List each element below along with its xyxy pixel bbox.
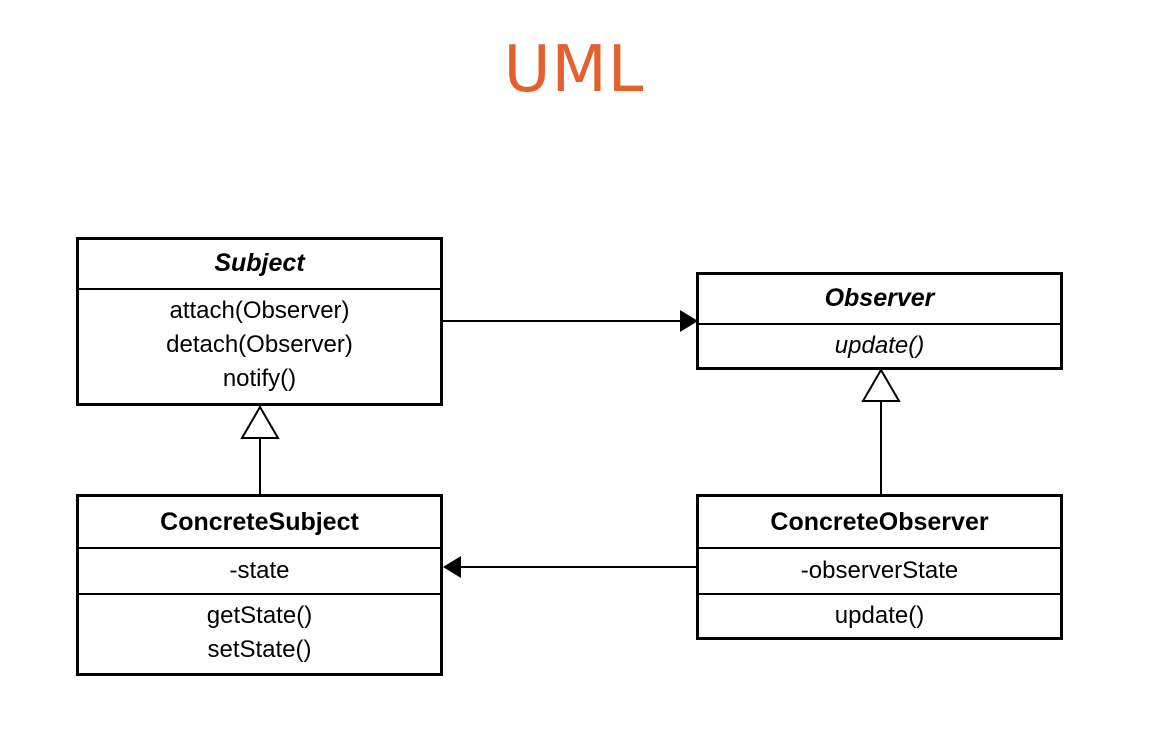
observer-method-update: update(): [834, 332, 925, 359]
observer-class-box: Observer update(): [696, 272, 1063, 370]
concrete-observer-attributes-section: -observerState: [699, 547, 1060, 593]
subject-method-attach: attach(Observer): [169, 297, 350, 324]
concrete-observer-class-name: ConcreteObserver: [770, 508, 989, 536]
subject-method-detach: detach(Observer): [166, 331, 353, 358]
concrete-observer-methods-section: update(): [699, 593, 1060, 633]
concrete-observer-attribute-observerstate: -observerState: [800, 557, 959, 584]
concrete-observer-method-update: update(): [834, 602, 925, 629]
concrete-subject-method-getstate: getState(): [206, 602, 313, 629]
concrete-observer-name-section: ConcreteObserver: [699, 497, 1060, 547]
subject-name-section: Subject: [79, 240, 440, 288]
generalization-triangle-icon: [240, 405, 280, 439]
observer-methods-section: update(): [699, 323, 1060, 363]
concrete-subject-methods-section: getState() setState(): [79, 593, 440, 667]
observer-name-section: Observer: [699, 275, 1060, 323]
subject-class-name: Subject: [214, 249, 305, 277]
generalization-triangle-observer-icon: [861, 368, 901, 402]
concrete-subject-method-setstate: setState(): [207, 636, 312, 663]
association-arrowhead-left-icon: [443, 556, 461, 578]
concrete-observer-class-box: ConcreteObserver -observerState update(): [696, 494, 1063, 640]
concrete-subject-attribute-state: -state: [229, 557, 290, 584]
concrete-subject-class-box: ConcreteSubject -state getState() setSta…: [76, 494, 443, 676]
concrete-subject-attributes-section: -state: [79, 547, 440, 593]
page-title: UML: [503, 33, 645, 107]
association-arrowhead-icon: [680, 310, 698, 332]
observer-class-name: Observer: [824, 284, 935, 312]
subject-methods-section: attach(Observer) detach(Observer) notify…: [79, 288, 440, 396]
subject-method-notify: notify(): [222, 365, 297, 392]
concrete-subject-class-name: ConcreteSubject: [160, 508, 359, 536]
concrete-subject-name-section: ConcreteSubject: [79, 497, 440, 547]
subject-class-box: Subject attach(Observer) detach(Observer…: [76, 237, 443, 406]
